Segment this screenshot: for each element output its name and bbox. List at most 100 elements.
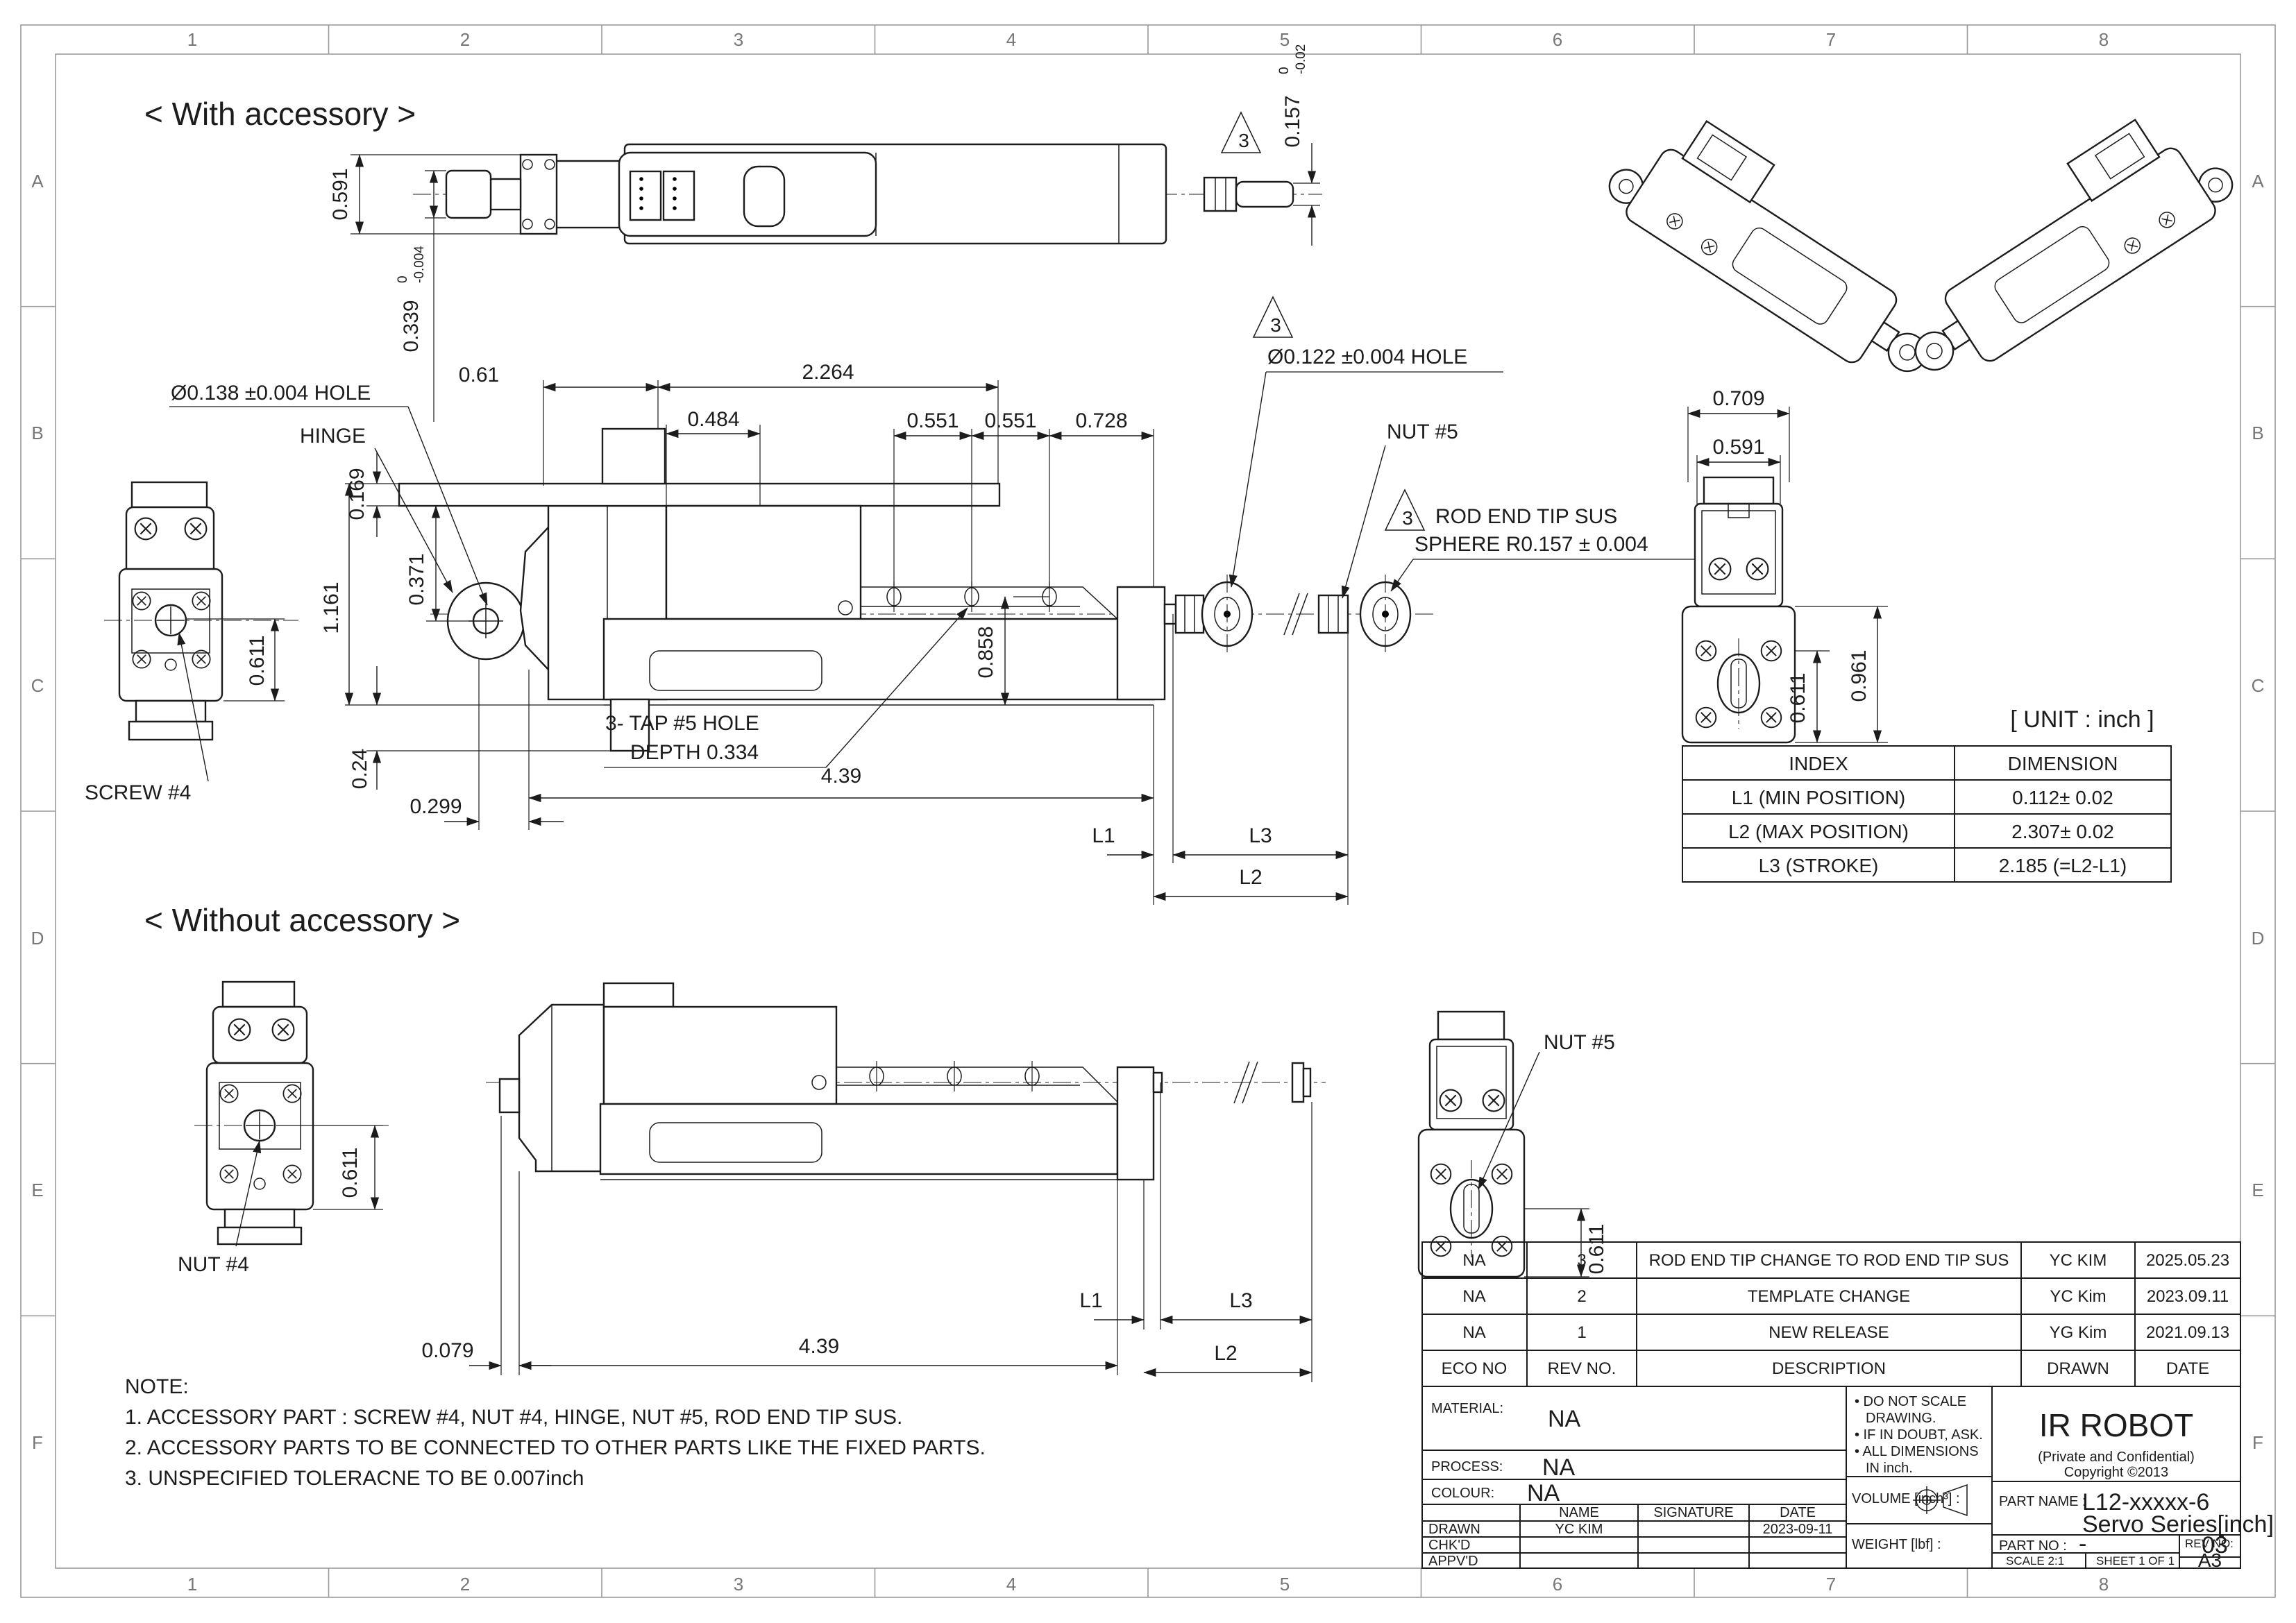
appvd-label: APPV'D: [1428, 1554, 1478, 1569]
connector-block-1: [629, 170, 695, 221]
revision-table: NA 3 ROD END TIP CHANGE TO ROD END TIP S…: [1421, 1241, 2241, 1387]
screw4-label: SCREW #4: [85, 781, 191, 804]
svg-text:2025.05.23: 2025.05.23: [2146, 1251, 2229, 1270]
dim-0157: 0.157 0 -0.02: [1277, 44, 1308, 148]
zone-col: 8: [2099, 1574, 2109, 1595]
dim-024: 0.24: [348, 749, 371, 789]
flag-number: 3: [1402, 507, 1413, 529]
svg-text:YG Kim: YG Kim: [2050, 1323, 2107, 1342]
rev-no-label: REV NO:: [2185, 1537, 2234, 1550]
process-label: PROCESS:: [1431, 1459, 1503, 1475]
svg-text:• IF IN DOUBT, ASK.: • IF IN DOUBT, ASK.: [1855, 1427, 1983, 1443]
scale-label: SCALE 2:1: [2006, 1554, 2064, 1567]
dim-L3: L3: [1249, 824, 1272, 847]
material-label: MATERIAL:: [1431, 1401, 1503, 1416]
zone-row: A: [31, 171, 44, 192]
dim-0299: 0.299: [410, 795, 462, 818]
rod-end-note-line1: ROD END TIP SUS: [1435, 505, 1617, 528]
zone-col: 4: [1006, 29, 1016, 50]
part-no-label: PART NO :: [1999, 1538, 2067, 1554]
rail-holes-without: [869, 1061, 1040, 1091]
zone-col: 5: [1280, 1574, 1290, 1595]
zone-col: 1: [187, 29, 197, 50]
svg-text:NEW RELEASE: NEW RELEASE: [1769, 1323, 1889, 1342]
isometric-view-right: [1914, 118, 2234, 371]
nut5-part: [1317, 594, 1349, 634]
connector-block-2: [743, 165, 786, 228]
dim-1161: 1.161: [320, 581, 343, 634]
dim-0728: 0.728: [1075, 409, 1127, 432]
svg-text:ROD END TIP CHANGE TO ROD END: ROD END TIP CHANGE TO ROD END TIP SUS: [1649, 1251, 2009, 1270]
motor-body-without: [602, 1005, 838, 1105]
nut5-label: NUT #5: [1387, 420, 1458, 443]
zone-labels-top: 1 2 3 4 5 6 7 8: [187, 29, 2109, 50]
zone-row: F: [2252, 1432, 2263, 1453]
left-end-view: 0.611 SCREW #4: [85, 481, 298, 804]
dim-0169: 0.169: [346, 468, 369, 520]
rod-tip-top: [1203, 176, 1294, 212]
zone-col: 7: [1826, 29, 1836, 50]
index-table: INDEX DIMENSION L1 (MIN POSITION) 0.112±…: [1682, 745, 2172, 883]
flag-triangle-icon: [1384, 488, 1426, 531]
dim-L2-without: L2: [1214, 1342, 1237, 1365]
dim-0611-without-end: 0.611: [1585, 1224, 1608, 1275]
zone-row: D: [31, 928, 44, 949]
paper-size: A3: [2198, 1549, 2222, 1571]
zone-col: 3: [734, 1574, 743, 1595]
zone-col: 3: [734, 29, 743, 50]
notes-block: NOTE: 1. ACCESSORY PART : SCREW #4, NUT …: [125, 1375, 986, 1490]
nut5-label-without: NUT #5: [1544, 1031, 1615, 1054]
zone-col: 2: [460, 29, 470, 50]
zone-col: 7: [1826, 1574, 1836, 1595]
rod-guide-block: [1116, 586, 1166, 701]
notes-title: NOTE:: [125, 1375, 189, 1398]
revision-header-row: ECO NO REV NO. DESCRIPTION DRAWN DATE: [1442, 1359, 2209, 1378]
rod-end-assembly: [1163, 575, 1412, 654]
index-row-value: 0.112± 0.02: [2012, 787, 2113, 808]
tap-note-line1: 3- TAP #5 HOLE: [605, 712, 759, 735]
flag-number: 3: [1270, 314, 1281, 336]
index-row-label: L1 (MIN POSITION): [1732, 787, 1905, 808]
section-title-with-accessory: < With accessory >: [144, 96, 416, 132]
part-name-line1: L12-xxxxx-6: [2082, 1489, 2209, 1515]
dim-0591-top: 0.591: [329, 168, 352, 220]
name-header: NAME: [1559, 1505, 1599, 1520]
note-2: 2. ACCESSORY PARTS TO BE CONNECTED TO OT…: [125, 1436, 986, 1459]
zone-col: 6: [1553, 29, 1562, 50]
svg-text:DESCRIPTION: DESCRIPTION: [1772, 1359, 1886, 1378]
svg-text:DRAWING.: DRAWING.: [1866, 1411, 1936, 1426]
svg-text:0.157: 0.157: [1281, 95, 1304, 147]
zone-labels-bottom: 1 2 3 4 5 6 7 8: [187, 1574, 2109, 1595]
svg-text:NA: NA: [1462, 1323, 1485, 1342]
top-plan-view: 0.591 0.339 0 -0.004 0.157 0 -0.02 3: [329, 44, 1322, 422]
dim-0709: 0.709: [1712, 387, 1764, 410]
dim-0611-left-view: 0.611: [246, 636, 269, 686]
zone-col: 6: [1553, 1574, 1562, 1595]
zone-col: 8: [2099, 29, 2109, 50]
isometric-view-left: [1608, 119, 1927, 373]
svg-text:DATE: DATE: [2166, 1359, 2209, 1378]
zone-row: E: [2252, 1180, 2263, 1200]
zone-col: 4: [1006, 1574, 1016, 1595]
note-3: 3. UNSPECIFIED TOLERACNE TO BE 0.007inch: [125, 1467, 584, 1490]
svg-text:• ALL DIMENSIONS: • ALL DIMENSIONS: [1855, 1444, 1979, 1459]
material-value: NA: [1548, 1406, 1581, 1432]
index-row-label: L2 (MAX POSITION): [1728, 821, 1909, 842]
zone-ticks: [21, 25, 2275, 1597]
general-notes: • DO NOT SCALE DRAWING. • IF IN DOUBT, A…: [1855, 1394, 1983, 1476]
svg-text:-0.02: -0.02: [1294, 44, 1308, 74]
dim-L1-without: L1: [1079, 1289, 1102, 1312]
dim-0591-right: 0.591: [1712, 436, 1764, 459]
motor-body: [665, 504, 862, 620]
svg-text:-0.004: -0.004: [412, 246, 427, 283]
svg-text:NA: NA: [1462, 1251, 1485, 1270]
date-header: DATE: [1780, 1505, 1816, 1520]
main-side-view: 0.169 0.371 1.161 0.24 0.858 0.61 2.264 …: [169, 296, 1696, 905]
dim-439-without: 4.39: [799, 1335, 839, 1358]
drawn-label: DRAWN: [1428, 1522, 1480, 1537]
zone-row: B: [31, 423, 43, 443]
zone-row: F: [32, 1432, 43, 1453]
copyright-note: Copyright ©2013: [2064, 1465, 2168, 1480]
svg-text:NA: NA: [1462, 1287, 1485, 1306]
